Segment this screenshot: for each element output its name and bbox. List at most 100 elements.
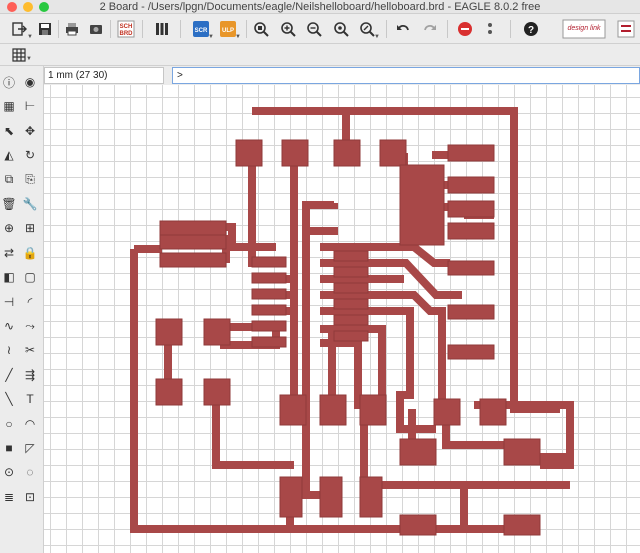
redo-icon[interactable] (420, 19, 440, 39)
replace-icon[interactable]: ⇄ (3, 245, 15, 260)
pad[interactable] (251, 288, 287, 300)
smash-icon[interactable]: ◧ (3, 270, 15, 285)
ripup-icon[interactable]: ✂ (24, 343, 36, 358)
pad[interactable] (333, 250, 369, 262)
pad[interactable] (503, 438, 541, 466)
pad[interactable] (333, 330, 369, 342)
pad[interactable] (159, 220, 227, 236)
help-icon[interactable]: ? (521, 19, 541, 39)
pad[interactable] (333, 298, 369, 310)
chevron-down-icon[interactable]: ▼ (235, 34, 241, 40)
pad[interactable] (159, 234, 227, 250)
library-icon[interactable] (152, 19, 172, 39)
group-icon[interactable]: ⊞ (24, 221, 36, 236)
undo-icon[interactable] (393, 19, 413, 39)
layers-icon[interactable]: ▦ (3, 99, 15, 114)
mirror-icon[interactable]: ◭ (4, 148, 14, 163)
arc-icon[interactable]: ◠ (24, 416, 36, 431)
zoom-select-icon[interactable] (357, 19, 377, 39)
cam-icon[interactable] (86, 19, 106, 39)
pad[interactable] (251, 272, 287, 284)
pad[interactable] (433, 398, 461, 426)
board-layout[interactable] (44, 85, 640, 553)
pad[interactable] (319, 476, 343, 518)
ulp-icon[interactable]: ULP (218, 19, 238, 39)
delete-icon[interactable]: 🗑 (1, 197, 17, 211)
stop-icon[interactable] (455, 19, 475, 39)
split-icon[interactable]: ⊣ (3, 294, 15, 309)
mark-icon[interactable]: ⊢ (24, 99, 36, 114)
element14-icon[interactable] (616, 19, 636, 39)
pad[interactable] (159, 252, 227, 268)
pad[interactable] (399, 438, 437, 466)
meander-icon[interactable]: ≀ (6, 343, 12, 358)
board-canvas[interactable] (44, 85, 640, 553)
circle-icon[interactable]: ○ (5, 416, 13, 431)
zoom-fit-icon[interactable] (251, 19, 271, 39)
pad[interactable] (447, 344, 495, 360)
pad[interactable] (447, 176, 495, 194)
pad[interactable] (333, 139, 361, 167)
polygon-icon[interactable]: ◸ (25, 441, 35, 455)
wrench-icon[interactable]: 🔧 (22, 197, 38, 211)
scr-icon[interactable]: SCR (191, 19, 211, 39)
hole-icon[interactable]: ◌ (26, 465, 34, 480)
zoom-redraw-icon[interactable] (331, 19, 351, 39)
pad[interactable] (333, 314, 369, 326)
chevron-down-icon[interactable]: ▼ (26, 56, 32, 62)
save-icon[interactable] (35, 19, 55, 39)
close-button[interactable] (7, 2, 17, 12)
pad[interactable] (359, 476, 383, 518)
zoom-out-icon[interactable] (304, 19, 324, 39)
pad[interactable] (479, 398, 507, 426)
add-icon[interactable]: ⊕ (3, 221, 15, 236)
grid-icon[interactable] (9, 45, 29, 65)
minimize-button[interactable] (23, 2, 33, 12)
pad[interactable] (251, 256, 287, 268)
pad[interactable] (399, 164, 445, 246)
drc-icon[interactable]: ≣ (3, 489, 15, 504)
copy-icon[interactable]: ⧉ (4, 172, 14, 187)
signal-icon[interactable]: ╱ (5, 367, 13, 382)
rect-icon[interactable]: ■ (5, 441, 13, 455)
optimize-icon[interactable]: ∿ (3, 319, 15, 333)
chevron-down-icon[interactable]: ▼ (208, 34, 214, 40)
info-icon[interactable]: ⓘ (2, 75, 15, 90)
pad[interactable] (155, 378, 183, 406)
print-icon[interactable] (62, 19, 82, 39)
pad[interactable] (359, 394, 387, 426)
miter-icon[interactable]: ◜ (27, 294, 33, 309)
pad[interactable] (379, 139, 407, 167)
eye-icon[interactable]: ◉ (24, 75, 36, 89)
pad[interactable] (251, 336, 287, 348)
maximize-button[interactable] (39, 2, 49, 12)
pad[interactable] (251, 304, 287, 316)
pad[interactable] (447, 200, 495, 218)
open-icon[interactable] (9, 19, 29, 39)
pad[interactable] (279, 476, 303, 518)
pad[interactable] (279, 394, 307, 426)
rotate-icon[interactable]: ↻ (24, 148, 36, 163)
command-line-input[interactable]: > (172, 67, 640, 84)
chevron-down-icon[interactable]: ▼ (27, 34, 33, 40)
value-icon[interactable]: ▢ (24, 270, 36, 285)
pad[interactable] (235, 139, 263, 167)
pad[interactable] (447, 222, 495, 240)
pad[interactable] (155, 318, 183, 346)
text-icon[interactable]: T (26, 392, 34, 407)
pad[interactable] (399, 514, 437, 536)
designlink-icon[interactable]: design link (562, 19, 606, 39)
pad[interactable] (251, 320, 287, 332)
route-icon[interactable]: ⤳ (25, 318, 35, 333)
pad[interactable] (281, 139, 309, 167)
pad[interactable] (447, 260, 495, 276)
select-icon[interactable]: ⬉ (3, 123, 15, 138)
zoom-in-icon[interactable] (278, 19, 298, 39)
pad[interactable] (203, 318, 231, 346)
pad[interactable] (503, 514, 541, 536)
pad[interactable] (333, 282, 369, 294)
pad[interactable] (447, 304, 495, 320)
pad[interactable] (319, 394, 347, 426)
pad[interactable] (203, 378, 231, 406)
